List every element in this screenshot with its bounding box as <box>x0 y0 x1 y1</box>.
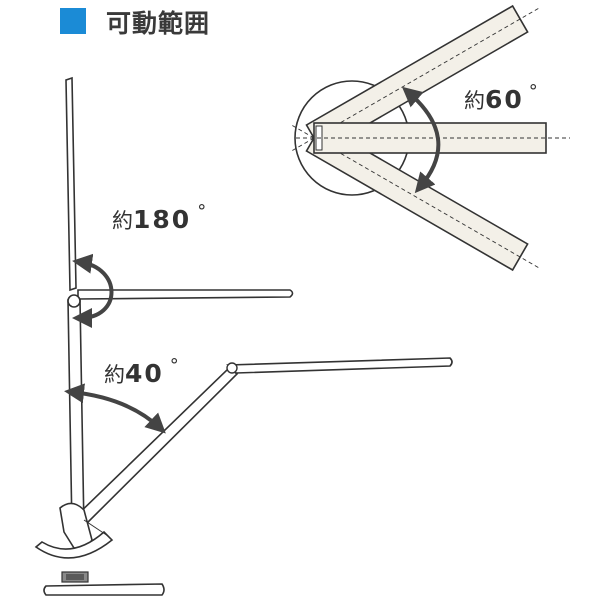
base-neck-ring <box>66 574 84 580</box>
tilted-arm <box>68 366 239 532</box>
tilted-head-joint <box>226 362 238 374</box>
head-joint <box>67 294 81 308</box>
tilted-head <box>226 357 453 374</box>
angle-label-40: 約40° <box>104 355 179 388</box>
rotation-arrow <box>401 86 441 194</box>
head-rotation-detail: 約60° <box>292 4 570 272</box>
upright-arm <box>67 299 85 531</box>
base-plate <box>43 583 165 596</box>
horizontal-arm <box>296 122 570 154</box>
head-vertical-position <box>65 76 77 292</box>
tilt-arrow <box>72 253 114 328</box>
swing-arrow <box>64 383 166 434</box>
sector-line <box>83 519 109 537</box>
angle-label-60: 約60° <box>464 81 538 114</box>
page-title: 可動範囲 <box>106 9 210 38</box>
title-marker-square <box>60 8 86 34</box>
head-horizontal-position <box>77 289 294 300</box>
lamp-side-view: 約180° 約40° <box>34 76 453 596</box>
angle-label-180: 約180° <box>112 201 206 234</box>
